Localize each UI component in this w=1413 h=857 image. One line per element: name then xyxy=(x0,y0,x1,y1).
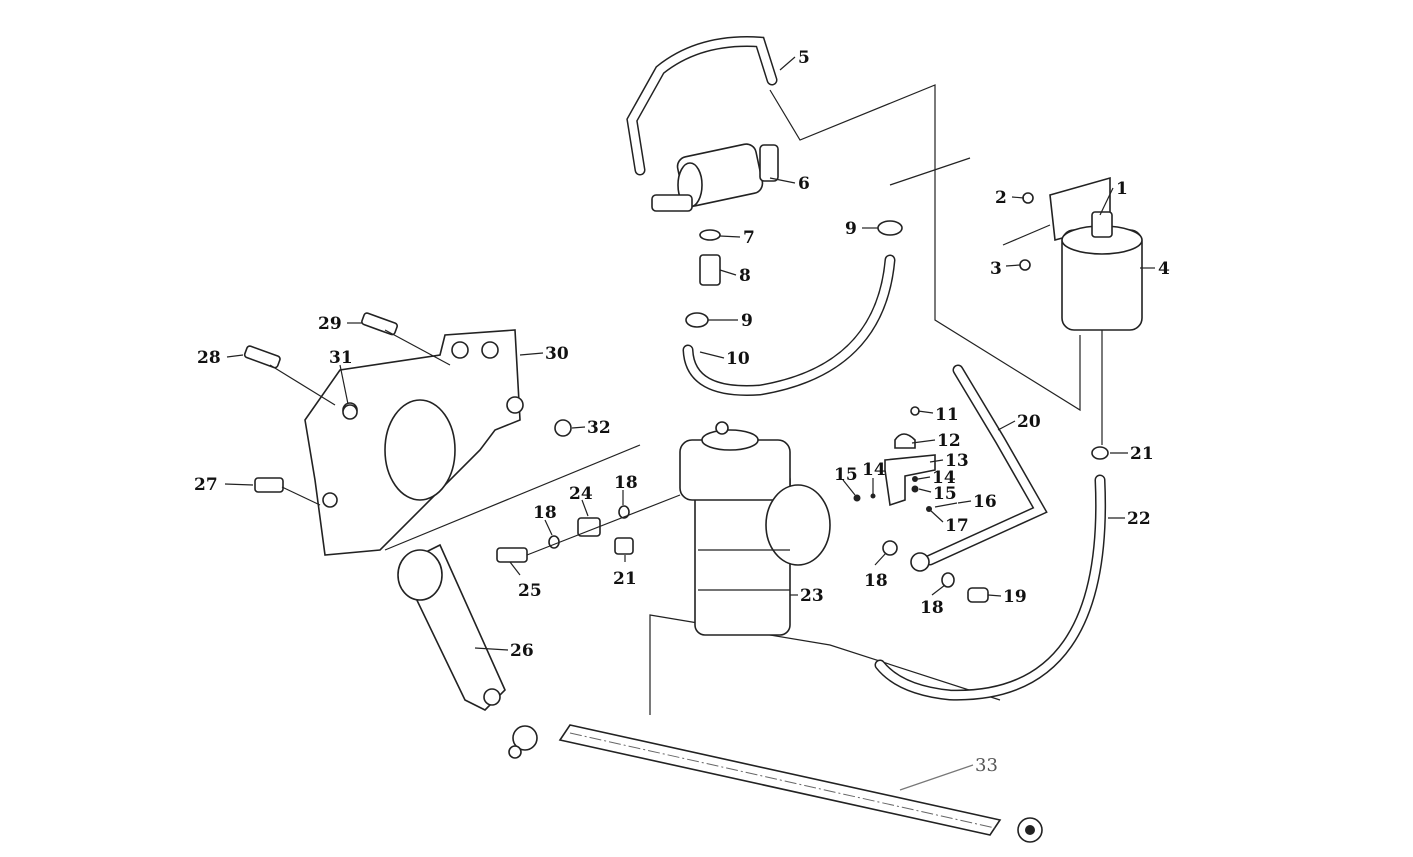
part-label-11: 11 xyxy=(935,405,959,425)
clamp-bracket-assembly xyxy=(853,406,958,512)
part-label-2: 2 xyxy=(995,188,1007,208)
hose-10 xyxy=(682,254,896,396)
part-label-9: 9 xyxy=(741,311,753,331)
part-label-23: 23 xyxy=(800,586,824,606)
part-label-4: 4 xyxy=(1158,259,1170,279)
part-label-10: 10 xyxy=(726,349,750,369)
part-label-15: 15 xyxy=(834,465,858,485)
steering-gear-bracket xyxy=(304,329,524,556)
part-label-16: 16 xyxy=(973,492,997,512)
part-label-5: 5 xyxy=(798,48,810,68)
part-label-32: 32 xyxy=(587,418,611,438)
part-label-22: 22 xyxy=(1127,509,1151,529)
bolts-2-3 xyxy=(1002,192,1051,271)
part-label-17: 17 xyxy=(945,516,969,536)
part-label-30: 30 xyxy=(545,344,569,364)
steering-gear xyxy=(679,421,831,636)
hose-5 xyxy=(626,36,778,176)
part-label-8: 8 xyxy=(739,266,751,286)
part-label-7: 7 xyxy=(743,228,755,248)
part-number-labels: 1 2 3 4 5 6 7 8 9 9 10 11 12 13 14 14 15… xyxy=(194,48,1170,776)
part-label-20: 20 xyxy=(1017,412,1041,432)
leader-lines xyxy=(224,56,1155,791)
fittings-18-21-24-25 xyxy=(496,494,989,603)
part-label-18: 18 xyxy=(864,571,888,591)
part-label-18: 18 xyxy=(533,503,557,523)
part-label-27: 27 xyxy=(194,475,218,495)
part-label-15: 15 xyxy=(933,484,957,504)
part-label-25: 25 xyxy=(518,581,542,601)
part-label-18: 18 xyxy=(920,598,944,618)
part-label-31: 31 xyxy=(329,348,353,368)
part-label-14: 14 xyxy=(932,468,956,488)
part-label-24: 24 xyxy=(569,484,593,504)
part-label-12: 12 xyxy=(937,431,961,451)
part-label-28: 28 xyxy=(197,348,221,368)
part-label-9: 9 xyxy=(845,219,857,239)
part-label-13: 13 xyxy=(945,451,969,471)
part-label-33: 33 xyxy=(975,755,998,776)
part-label-29: 29 xyxy=(318,314,342,334)
part-label-18: 18 xyxy=(614,473,638,493)
power-steering-pump xyxy=(651,143,779,212)
parts-7-8-9 xyxy=(685,220,903,328)
part-label-21: 21 xyxy=(1130,444,1154,464)
part-label-3: 3 xyxy=(990,259,1002,279)
part-label-14: 14 xyxy=(862,460,886,480)
part-label-6: 6 xyxy=(798,174,810,194)
hose-22 xyxy=(874,474,1107,701)
drag-link xyxy=(508,724,1043,843)
bolts-27-28-29-31-32 xyxy=(243,312,572,506)
hose-20 xyxy=(924,364,1048,566)
part-label-21: 21 xyxy=(613,569,637,589)
part-label-19: 19 xyxy=(1003,587,1027,607)
part-label-26: 26 xyxy=(510,641,534,661)
pitman-arm xyxy=(397,543,506,711)
part-label-1: 1 xyxy=(1116,179,1128,199)
oil-reservoir xyxy=(1049,176,1143,460)
